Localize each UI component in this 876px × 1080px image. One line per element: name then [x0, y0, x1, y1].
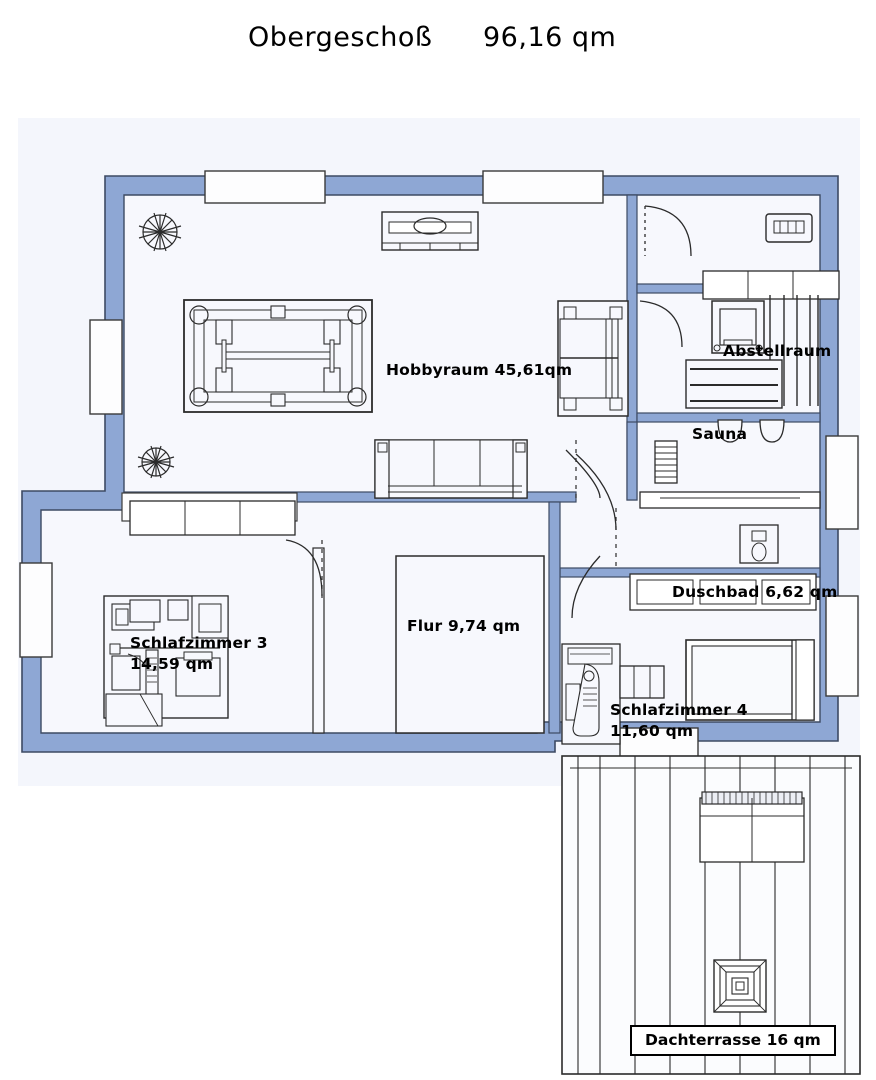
duschbad-counter	[639, 491, 821, 509]
billiard-table	[183, 299, 373, 413]
window-west-2	[19, 562, 53, 658]
window-north-2	[482, 170, 604, 204]
door-openings-dashed	[321, 440, 617, 600]
room-label-abstellraum: Abstellraum	[723, 342, 832, 360]
partition-wall-schlaf3-flur	[312, 547, 325, 734]
window-west-1	[89, 319, 123, 415]
sauna-bench	[685, 359, 783, 409]
room-label-schlafzimmer4-name: Schlafzimmer 4	[610, 701, 748, 719]
plan-title-bar: Obergeschoß 96,16 qm	[0, 0, 876, 88]
sauna-stools	[717, 419, 785, 443]
page-title: Obergeschoß	[248, 22, 433, 53]
flur-stair-opening	[395, 555, 545, 734]
three-seat-sofa	[374, 439, 528, 499]
window-north-1	[204, 170, 326, 204]
room-label-schlafzimmer3-area: 14,59 qm	[130, 654, 214, 673]
total-area-label: 96,16 qm	[483, 22, 617, 53]
terrace-planter	[713, 959, 767, 1013]
room-label-hobbyraum: Hobbyraum 45,61qm	[386, 361, 573, 379]
room-label-sauna: Sauna	[692, 425, 748, 443]
sauna-heater	[711, 300, 765, 354]
room-label-dachterrasse: Dachterrasse 16 qm	[630, 1025, 836, 1056]
schlaf4-cabinets	[561, 643, 621, 745]
door-swings	[285, 205, 692, 619]
partition-wall-flur-schlaf4	[548, 501, 561, 734]
plant-star-icon-1	[138, 212, 182, 252]
room-label-schlafzimmer3-name: Schlafzimmer 3	[130, 634, 268, 652]
floor-plan-svg	[18, 118, 861, 1075]
counter-with-basin	[381, 211, 479, 251]
wardrobe-schlaf3	[129, 500, 296, 536]
window-east-2	[825, 595, 859, 697]
terrace-lounger	[699, 791, 805, 863]
floor-plan-drawing: Hobbyraum 45,61qm Abstellraum Sauna Dusc…	[0, 88, 876, 1080]
radiator	[654, 440, 678, 484]
window-east-1	[825, 435, 859, 530]
nightstand	[619, 665, 665, 699]
abstellraum-equipment	[765, 213, 813, 243]
room-label-duschbad: Duschbad 6,62 qm	[672, 583, 838, 601]
room-label-schlafzimmer4-area: 11,60 qm	[610, 721, 694, 740]
plant-star-icon-2	[137, 445, 175, 479]
shower-cabin	[557, 300, 629, 417]
window-south-1	[619, 727, 699, 761]
desk-workstation	[103, 595, 229, 727]
double-bed	[685, 639, 815, 721]
partition-wall-duschbad-stub	[626, 421, 638, 501]
washbasin-unit	[629, 573, 817, 611]
room-label-schlafzimmer3: Schlafzimmer 3 14,59 qm	[130, 633, 268, 674]
sauna-slats	[769, 295, 819, 406]
toilet	[739, 524, 779, 564]
room-label-schlafzimmer4: Schlafzimmer 4 11,60 qm	[610, 700, 748, 741]
room-label-flur: Flur 9,74 qm	[407, 617, 521, 635]
storage-shelving	[702, 270, 840, 300]
